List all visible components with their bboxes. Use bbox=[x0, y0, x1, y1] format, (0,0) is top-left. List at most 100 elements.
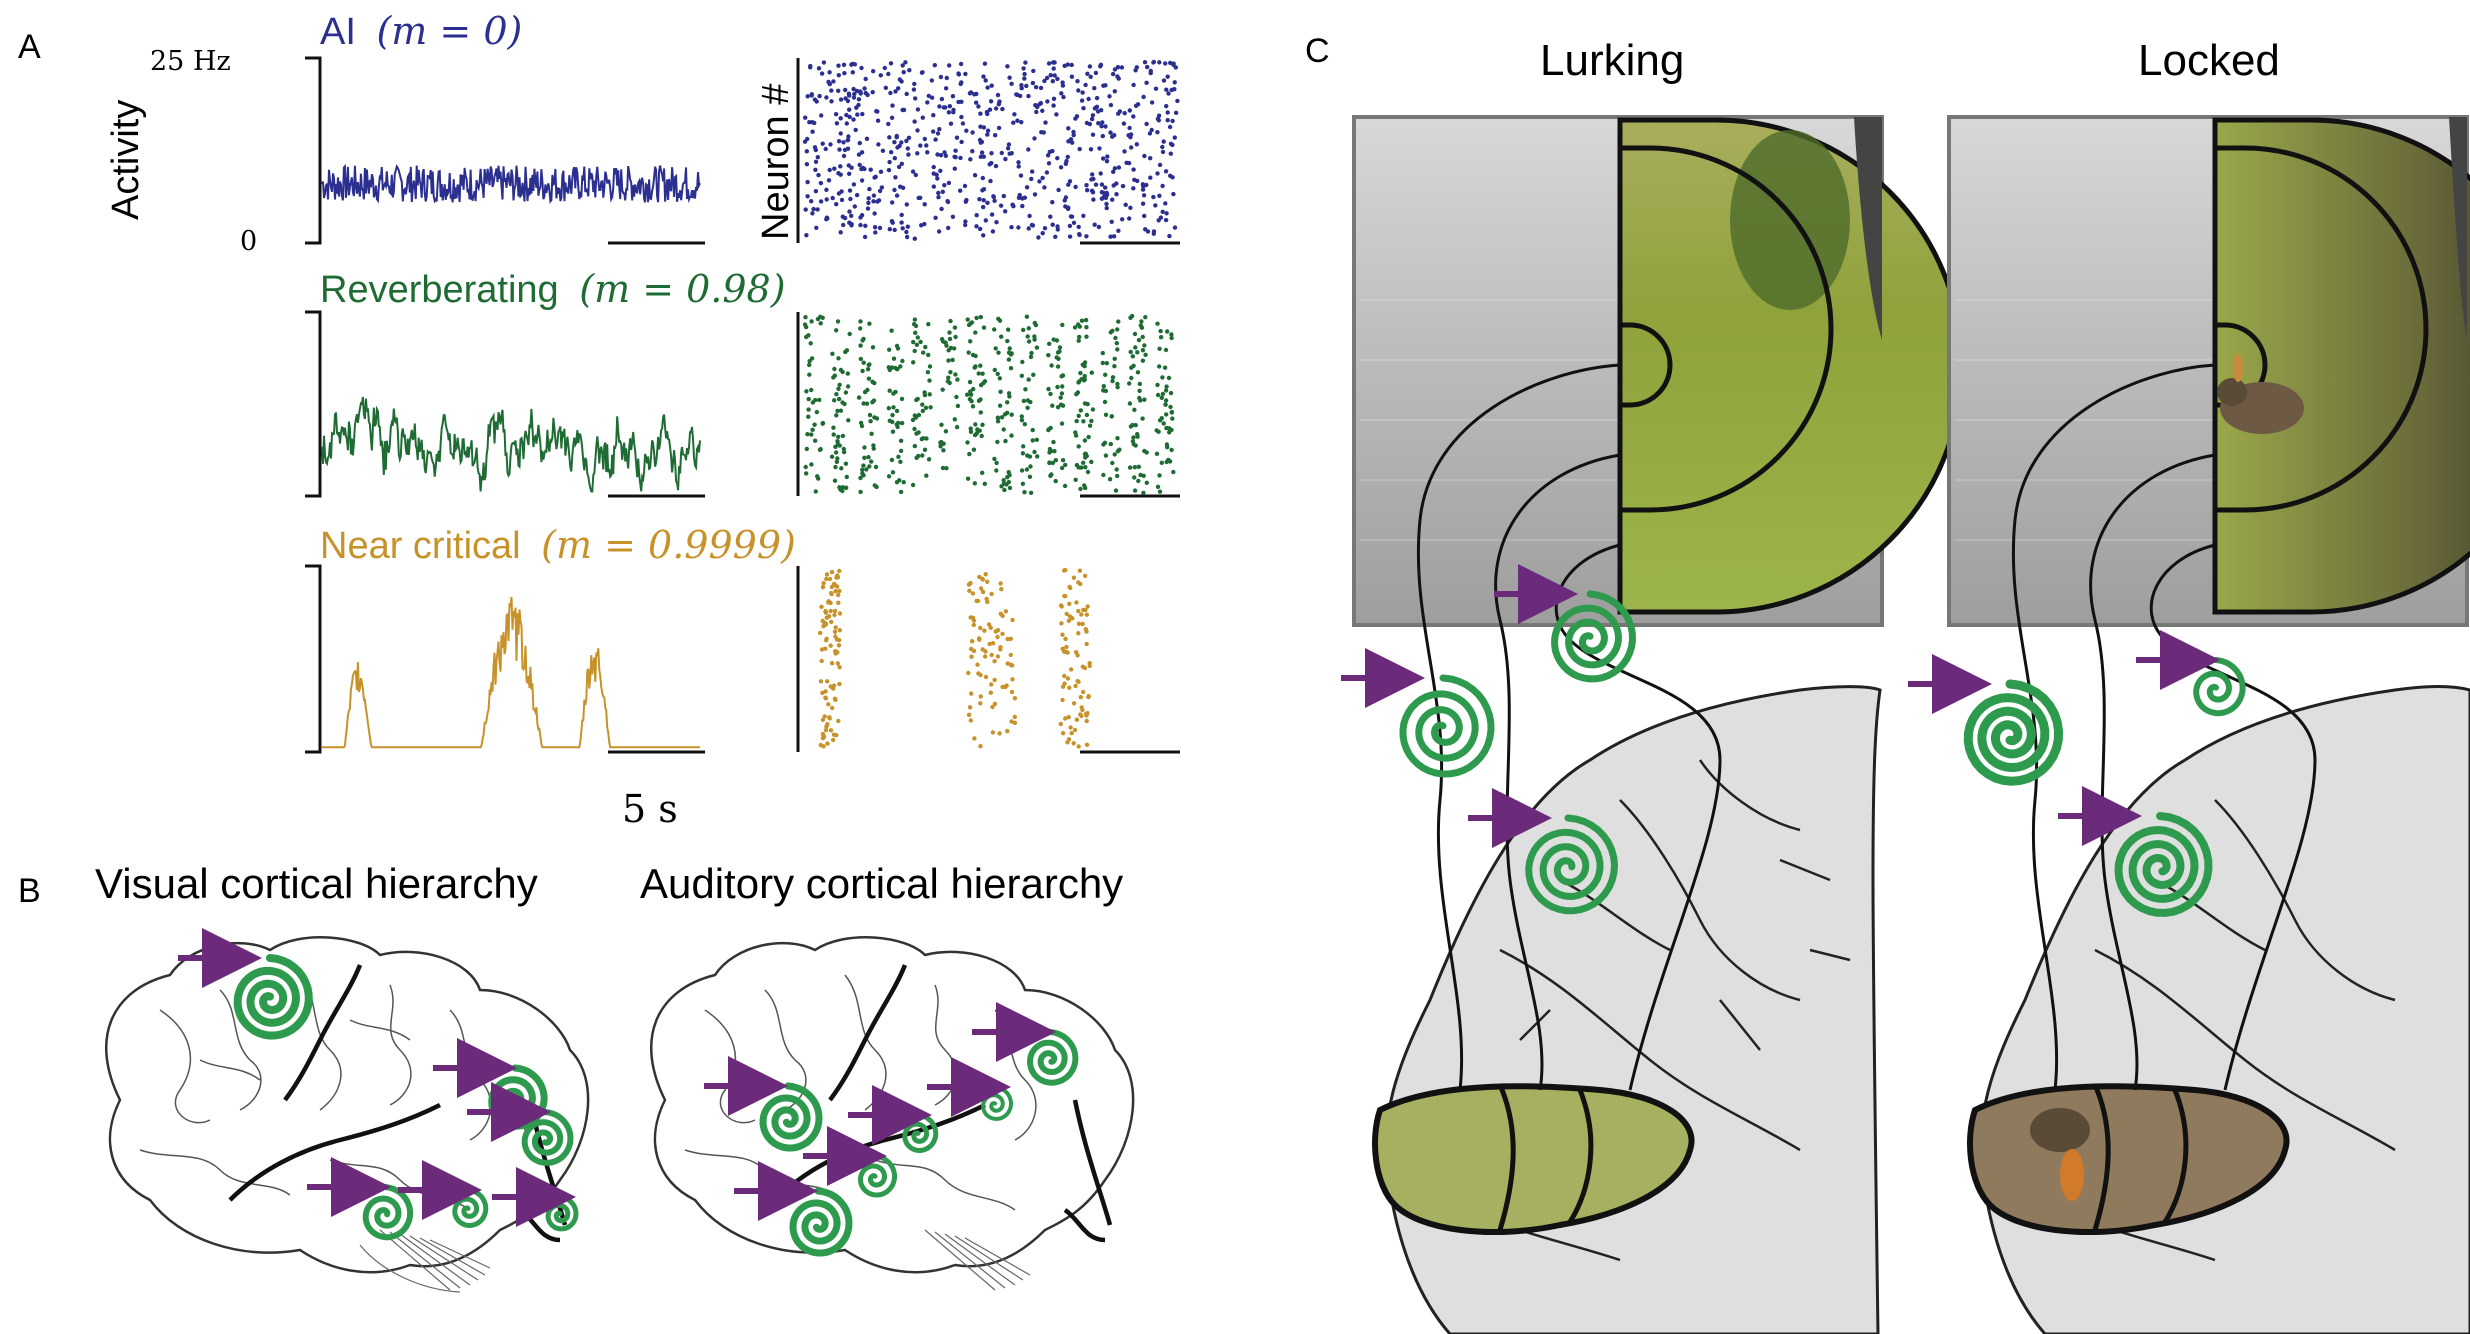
spike-dot bbox=[856, 395, 862, 400]
spike-dot bbox=[981, 325, 987, 330]
spike-dot bbox=[1066, 126, 1071, 131]
spike-dot bbox=[880, 148, 886, 153]
spike-dot bbox=[1114, 341, 1120, 346]
spike-dot bbox=[1083, 455, 1088, 460]
spike-dot bbox=[1164, 412, 1169, 417]
spike-dot bbox=[868, 167, 873, 172]
spike-dot bbox=[1151, 59, 1157, 65]
spike-dot bbox=[829, 584, 835, 590]
raster-dots bbox=[818, 567, 1092, 749]
spike-dot bbox=[1084, 183, 1089, 188]
spike-dot bbox=[1029, 176, 1034, 182]
spike-dot bbox=[953, 372, 958, 377]
spike-dot bbox=[1016, 160, 1021, 165]
spike-dot bbox=[1140, 201, 1146, 206]
spike-dot bbox=[922, 202, 927, 207]
spike-dot bbox=[1084, 612, 1090, 617]
spike-dot bbox=[913, 323, 919, 329]
locked-title: Locked bbox=[2138, 36, 2280, 85]
spike-dot bbox=[858, 489, 863, 495]
spike-dot bbox=[1136, 464, 1142, 469]
spike-dot bbox=[1069, 74, 1075, 79]
row-param-reverberating: (m = 0.98) bbox=[579, 267, 785, 311]
panel-b: B Visual cortical hierarchy Auditory cor… bbox=[18, 860, 1135, 1293]
spike-dot bbox=[818, 679, 824, 684]
spike-dot bbox=[836, 191, 842, 196]
spike-dot bbox=[993, 133, 998, 138]
spike-dot bbox=[1086, 694, 1091, 699]
spike-dot bbox=[1168, 173, 1173, 178]
spike-dot bbox=[818, 630, 823, 636]
spike-dot bbox=[1050, 403, 1055, 408]
spike-dot bbox=[1021, 398, 1027, 404]
spike-dot bbox=[1007, 151, 1012, 156]
spike-dot bbox=[1099, 196, 1105, 201]
spike-dot bbox=[978, 111, 983, 116]
spike-dot bbox=[837, 147, 842, 152]
spike-dot bbox=[1032, 320, 1038, 326]
spike-dot bbox=[995, 439, 1000, 445]
spike-dot bbox=[985, 599, 990, 605]
spike-dot bbox=[967, 451, 972, 457]
spike-dot bbox=[1050, 200, 1055, 205]
spike-dot bbox=[1157, 346, 1162, 351]
spike-dot bbox=[886, 121, 891, 127]
spike-dot bbox=[826, 614, 832, 619]
spike-dot bbox=[1100, 360, 1106, 366]
spike-dot bbox=[992, 327, 997, 332]
spike-dot bbox=[1112, 166, 1118, 171]
spike-dot bbox=[968, 580, 973, 586]
spike-dot bbox=[1173, 65, 1179, 70]
spike-dot bbox=[935, 131, 941, 136]
spike-dot bbox=[862, 455, 867, 460]
spiral-icon bbox=[1399, 674, 1495, 778]
spike-dot bbox=[858, 343, 863, 348]
spike-dot bbox=[899, 161, 904, 166]
spike-dot bbox=[1148, 68, 1154, 74]
spike-dot bbox=[1059, 421, 1065, 426]
spike-dot bbox=[809, 356, 815, 361]
spike-dot bbox=[1062, 198, 1067, 203]
spike-dot bbox=[830, 351, 835, 356]
spike-dot bbox=[1099, 124, 1104, 129]
spike-dot bbox=[968, 429, 974, 434]
spike-dot bbox=[1163, 61, 1168, 66]
spike-dot bbox=[1071, 220, 1077, 225]
spike-dot bbox=[927, 392, 932, 397]
spike-dot bbox=[827, 70, 832, 75]
spike-dot bbox=[990, 730, 996, 735]
spike-dot bbox=[1094, 95, 1100, 101]
spike-dot bbox=[992, 367, 997, 373]
spike-dot bbox=[940, 189, 945, 194]
spike-dot bbox=[823, 646, 828, 651]
spike-dot bbox=[1056, 356, 1061, 361]
spike-dot bbox=[1101, 384, 1107, 389]
spike-dot bbox=[931, 184, 936, 189]
spike-dot bbox=[1103, 412, 1109, 417]
spike-dot bbox=[946, 180, 952, 186]
spike-dot bbox=[946, 348, 951, 353]
spike-dot bbox=[877, 225, 883, 231]
spike-dot bbox=[1021, 444, 1026, 449]
spike-dot bbox=[906, 135, 912, 140]
spike-dot bbox=[927, 364, 933, 369]
spike-dot bbox=[920, 402, 925, 407]
spike-dot bbox=[803, 324, 809, 330]
spike-dot bbox=[1115, 74, 1120, 79]
spike-dot bbox=[804, 162, 810, 167]
spike-dot bbox=[1035, 454, 1040, 459]
spike-dot bbox=[894, 193, 900, 198]
spike-dot bbox=[836, 643, 842, 648]
spike-dot bbox=[1080, 90, 1085, 95]
spike-dot bbox=[914, 342, 920, 347]
spike-dot bbox=[1082, 665, 1088, 671]
spike-dot bbox=[1082, 377, 1088, 382]
spike-dot bbox=[995, 371, 1000, 377]
spike-dot bbox=[1143, 352, 1148, 357]
spike-dot bbox=[819, 658, 824, 664]
spike-dot bbox=[1008, 366, 1014, 371]
spike-dot bbox=[1033, 85, 1039, 90]
spike-dot bbox=[817, 447, 823, 452]
spike-dot bbox=[834, 733, 839, 738]
spike-dot bbox=[1100, 120, 1105, 125]
